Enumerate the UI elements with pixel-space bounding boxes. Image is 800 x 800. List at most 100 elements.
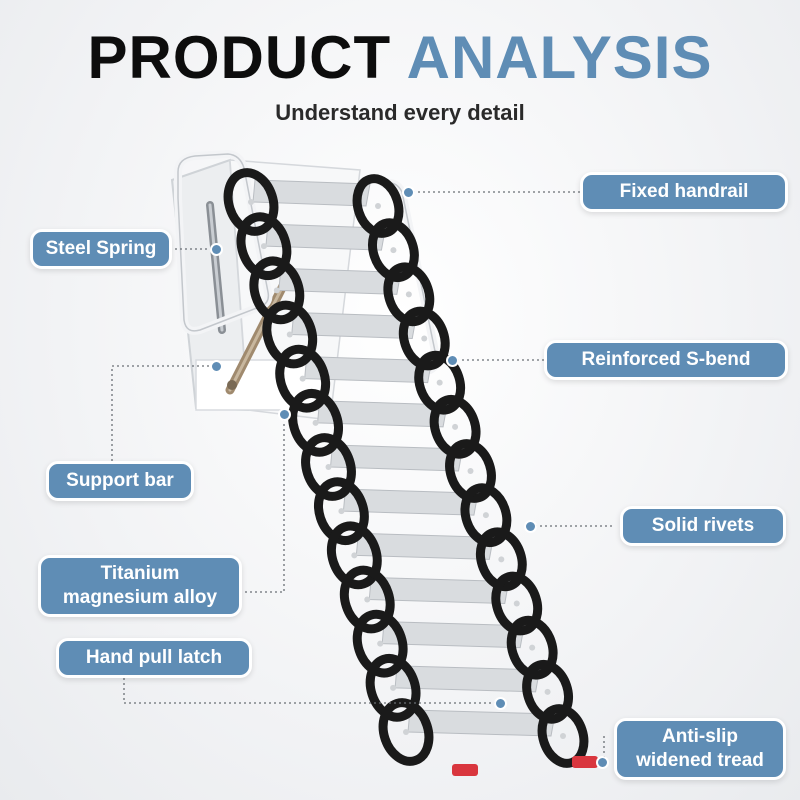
tread-plate (252, 179, 371, 207)
left-s-frame (223, 168, 279, 236)
callout-titanium-line1: Titanium (100, 563, 180, 584)
dot-support-bar (210, 360, 223, 373)
rivet (421, 335, 428, 342)
tread-plate (278, 267, 402, 295)
left-s-frame (339, 565, 395, 634)
page-subtitle: Understand every detail (275, 100, 525, 125)
tread-plate (394, 665, 541, 693)
rivet (325, 464, 332, 470)
anti-slip-feet (452, 756, 598, 776)
right-s-frame (475, 527, 527, 592)
rivet (544, 688, 551, 695)
rivet (436, 379, 443, 386)
left-s-frame (301, 433, 356, 501)
rivet (498, 556, 505, 563)
callout-solid-rivets: Solid rivets (620, 506, 786, 546)
rivet (299, 375, 306, 382)
tread-plate (304, 356, 433, 384)
callout-anti-slip-widened-tread: Anti-slip widened tread (614, 718, 786, 780)
callout-hand-pull-latch: Hand pull latch (56, 638, 252, 678)
tread-plate (265, 223, 387, 251)
rivet (452, 423, 459, 430)
callout-fixed-handrail-label: Fixed handrail (619, 181, 749, 202)
title-product: PRODUCT (87, 24, 392, 91)
dot-hand-pull-latch (494, 697, 507, 710)
ladder-treads (252, 179, 556, 737)
ladder-s-frames (223, 168, 589, 768)
rivet (405, 291, 412, 298)
rivet (338, 508, 345, 515)
right-s-frame (491, 571, 543, 636)
rivet (560, 733, 566, 739)
rivet (403, 729, 409, 735)
left-s-frame (275, 344, 331, 413)
left-s-frame (262, 300, 318, 369)
tread-plate (368, 576, 510, 605)
dot-anti-slip-tread (596, 756, 609, 769)
callout-hand-pull-latch-label: Hand pull latch (85, 647, 223, 668)
rivet (273, 287, 280, 294)
callout-anti-slip-line1: Anti-slip (662, 726, 738, 747)
callout-steel-spring-label: Steel Spring (45, 238, 157, 259)
left-s-frame (352, 609, 408, 678)
right-s-frame (506, 615, 558, 680)
rivet (375, 203, 381, 209)
callout-anti-slip-line2: widened tread (636, 750, 764, 771)
dot-titanium-alloy (278, 408, 291, 421)
rivet (390, 684, 397, 691)
rivet (467, 468, 474, 474)
callout-titanium-line2: magnesium alloy (62, 587, 218, 608)
tread-plate (291, 311, 417, 340)
tread-plate (329, 444, 464, 472)
rivet (529, 644, 536, 651)
callout-steel-spring: Steel Spring (30, 229, 172, 269)
left-s-frame (365, 654, 421, 722)
right-s-frame (398, 306, 450, 371)
callout-fixed-handrail: Fixed handrail (580, 172, 788, 212)
page-title: PRODUCT ANALYSIS (0, 18, 800, 98)
steel-spring (206, 201, 226, 334)
callout-titanium-magnesium-alloy: Titanium magnesium alloy (38, 555, 242, 617)
callout-support-bar-label: Support bar (66, 470, 174, 491)
dot-reinforced-s-bend (446, 354, 459, 367)
right-s-frame (460, 483, 512, 548)
right-s-frame (383, 262, 435, 327)
right-s-frame (414, 350, 466, 415)
left-s-frame (326, 521, 382, 590)
rivet (390, 247, 397, 254)
tread-plate (355, 532, 494, 560)
rivet (312, 419, 319, 426)
rivet (482, 512, 489, 519)
right-s-frame (445, 439, 496, 503)
rivet (513, 600, 520, 607)
right-s-frame (537, 704, 589, 768)
dot-solid-rivets (524, 520, 537, 533)
left-s-frame (288, 389, 343, 457)
rivet (286, 331, 293, 338)
right-s-frame (352, 174, 404, 238)
callout-reinforced-s-bend: Reinforced S-bend (544, 340, 788, 380)
support-bar (225, 275, 291, 395)
left-s-frame (236, 212, 292, 280)
left-s-frame (378, 698, 434, 766)
tread-plate (342, 488, 479, 516)
right-s-frame (368, 218, 419, 283)
left-s-frame (314, 477, 369, 545)
dot-steel-spring (210, 243, 223, 256)
callout-reinforced-s-bend-label: Reinforced S-bend (581, 349, 751, 370)
dot-fixed-handrail (402, 186, 415, 199)
rivet (248, 199, 254, 205)
callout-leader-lines (111, 191, 612, 762)
rivet (377, 640, 384, 647)
right-s-frame (522, 659, 573, 724)
tread-plate (381, 621, 525, 649)
right-s-frame (429, 394, 481, 459)
tread-plate (407, 709, 556, 737)
callout-support-bar: Support bar (46, 461, 194, 501)
left-s-frame (249, 256, 305, 325)
rivet (364, 596, 371, 603)
title-analysis: ANALYSIS (406, 24, 713, 91)
rivet (260, 243, 267, 250)
